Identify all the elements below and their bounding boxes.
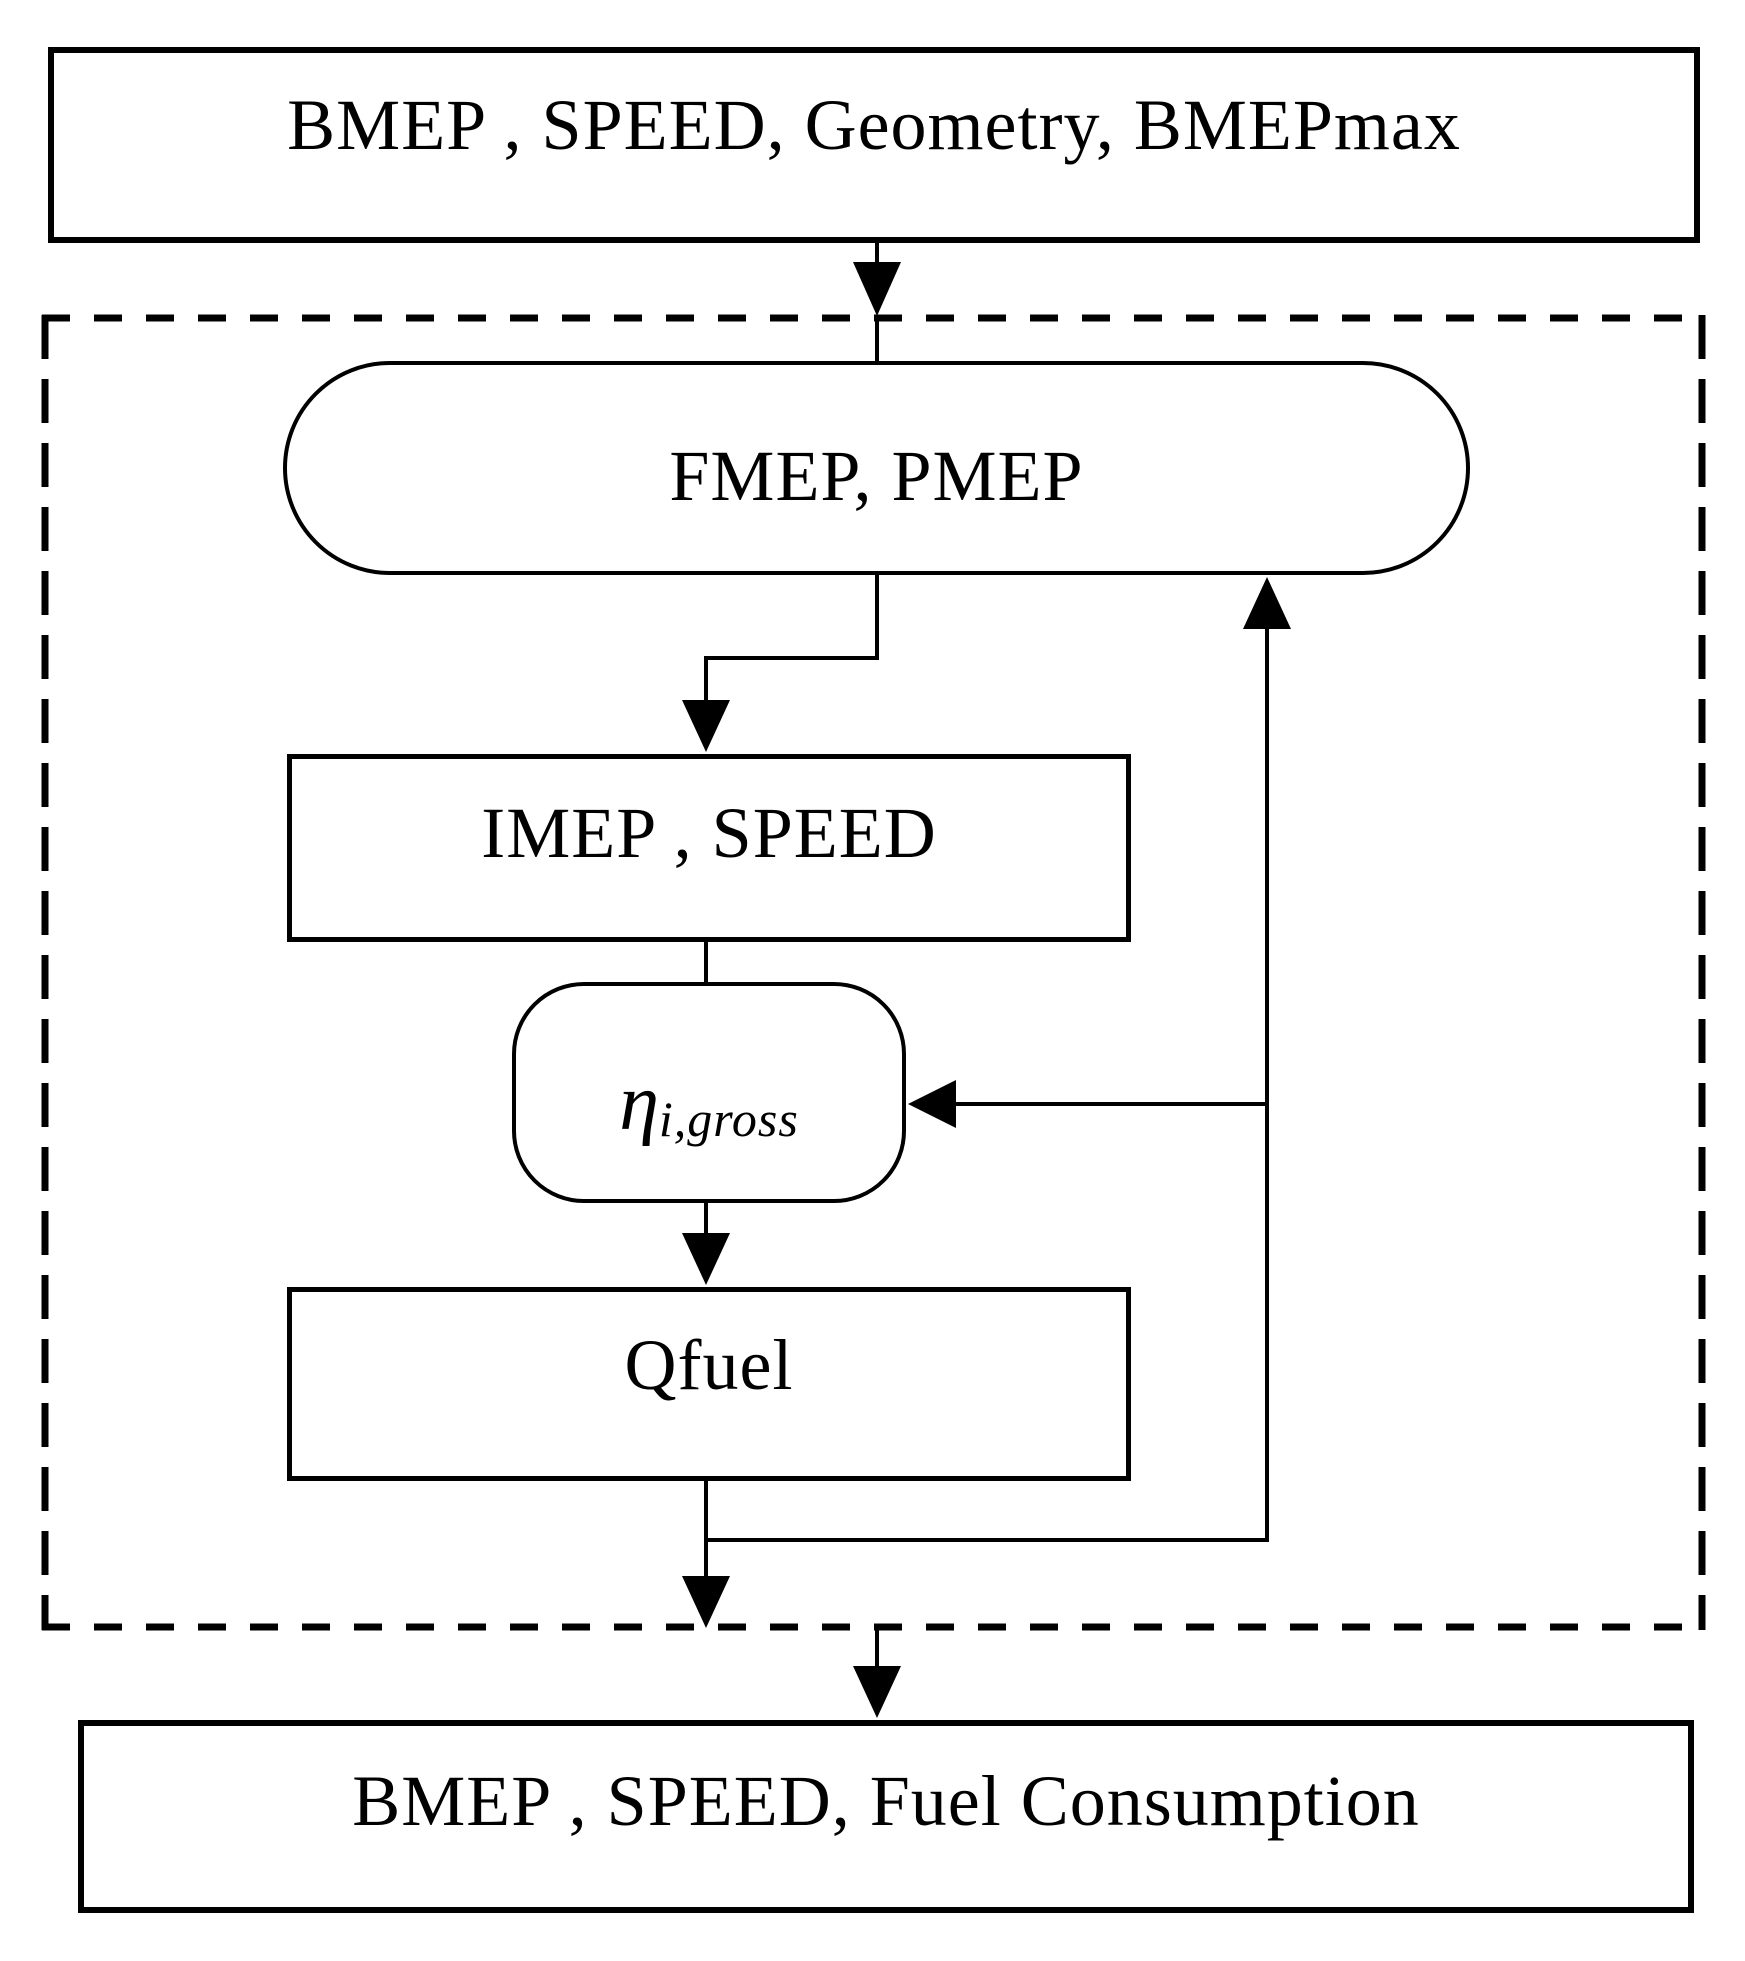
arrow-down-into-imep-head [682,700,730,752]
arrow-up-into-fmep-head [1243,577,1291,629]
input-box: BMEP , SPEED, Geometry, BMEPmax [48,47,1700,243]
connector-qfuel-feedback-riser [704,625,1269,1542]
fmep-pmep-label: FMEP, PMEP [669,436,1084,516]
arrow-down-into-boundary-head [853,262,901,316]
qfuel-label: Qfuel [624,1325,794,1405]
fmep-pmep-node: FMEP, PMEP [283,361,1470,575]
eta-subscript: i,gross [658,1090,799,1147]
arrow-down-into-qfuel-head [682,1233,730,1285]
arrow-down-into-outputs-head [853,1666,901,1718]
output-box: BMEP , SPEED, Fuel Consumption [78,1720,1694,1913]
arrow-left-into-eta-head [908,1080,956,1128]
input-label: BMEP , SPEED, Geometry, BMEPmax [287,85,1461,165]
imep-speed-label: IMEP , SPEED [481,793,937,873]
eta-symbol: η [619,1058,659,1147]
connector-fmep-to-imep [704,575,879,704]
imep-speed-box: IMEP , SPEED [287,754,1131,942]
model-boundary-dashed-box [41,314,1706,1631]
arrow-down-to-boundary-exit-head [682,1576,730,1628]
output-label: BMEP , SPEED, Fuel Consumption [352,1760,1420,1841]
qfuel-box: Qfuel [287,1287,1131,1481]
